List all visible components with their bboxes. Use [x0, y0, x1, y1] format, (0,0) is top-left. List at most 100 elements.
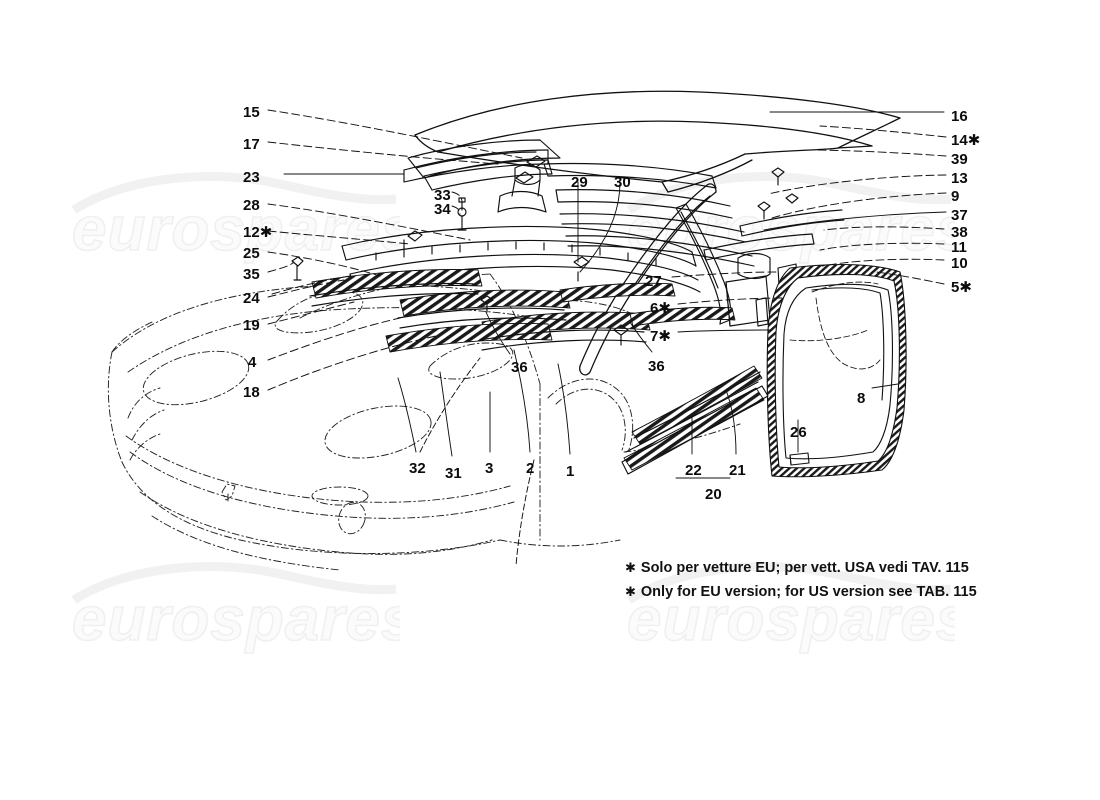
label-text: 37 — [951, 207, 968, 224]
part-label-37[interactable]: 37 — [951, 208, 968, 223]
part-label-19[interactable]: 19 — [243, 318, 260, 333]
label-text: 29 — [571, 174, 588, 191]
label-text: 5 — [951, 279, 960, 296]
eu-only-asterisk-icon: ✱ — [259, 224, 273, 241]
eu-only-asterisk-icon: ✱ — [658, 328, 671, 345]
sill-trim-strips — [621, 365, 769, 475]
part-label-34[interactable]: 34 — [434, 202, 451, 217]
eu-only-asterisk-icon: ✱ — [959, 279, 972, 296]
part-label-22[interactable]: 22 — [685, 463, 702, 478]
label-text: 15 — [243, 104, 260, 121]
label-text: 18 — [243, 384, 260, 401]
part-label-13[interactable]: 13 — [951, 171, 968, 186]
label-text: 16 — [951, 108, 968, 125]
label-text: 33 — [434, 187, 451, 204]
footnote-italian-text: Solo per vetture EU; per vett. USA vedi … — [640, 560, 969, 576]
part-label-20[interactable]: 20 — [705, 487, 722, 502]
label-text: 19 — [243, 317, 260, 334]
leader-lines-inner — [397, 181, 899, 567]
part-label-28[interactable]: 28 — [243, 198, 260, 213]
label-text: 1 — [566, 463, 575, 480]
part-label-39[interactable]: 39 — [951, 152, 968, 167]
part-label-21[interactable]: 21 — [729, 463, 746, 478]
part-label-15[interactable]: 15 — [243, 105, 260, 120]
label-text: 2 — [526, 460, 535, 477]
label-text: 36 — [511, 359, 528, 376]
part-label-24[interactable]: 24 — [243, 291, 260, 306]
label-text: 31 — [445, 465, 462, 482]
part-label-10[interactable]: 10 — [951, 256, 968, 271]
part-label-3[interactable]: 3 — [485, 461, 493, 476]
label-text: 25 — [243, 245, 260, 262]
label-text: 23 — [243, 169, 260, 186]
part-label-25[interactable]: 25 — [243, 246, 260, 261]
eu-only-asterisk-icon: ✱ — [967, 132, 981, 149]
footnote-italian: ✱ Solo per vetture EU; per vett. USA vedi… — [625, 556, 969, 580]
label-text: 17 — [243, 136, 260, 153]
part-label-26[interactable]: 26 — [790, 425, 807, 440]
label-text: 3 — [485, 460, 494, 477]
label-text: 35 — [243, 266, 260, 283]
label-text: 8 — [857, 390, 866, 407]
part-label-7[interactable]: 7✱ — [650, 329, 671, 344]
label-text: 39 — [951, 151, 968, 168]
roof-panel — [414, 90, 901, 193]
label-text: 10 — [951, 255, 968, 272]
part-label-6[interactable]: 6✱ — [650, 301, 671, 316]
part-label-9[interactable]: 9 — [951, 189, 959, 204]
part-label-5[interactable]: 5✱ — [951, 280, 972, 295]
label-text: 34 — [434, 201, 451, 218]
part-label-36-right[interactable]: 36 — [648, 359, 665, 374]
label-text: 14 — [951, 132, 968, 149]
part-label-2[interactable]: 2 — [526, 461, 534, 476]
label-text: 20 — [705, 486, 722, 503]
part-label-18[interactable]: 18 — [243, 385, 260, 400]
label-text: 7 — [650, 328, 659, 345]
door-weatherstrip-seal — [766, 263, 907, 478]
part-label-12[interactable]: 12✱ — [243, 225, 272, 240]
part-label-16[interactable]: 16 — [951, 109, 968, 124]
label-text: 22 — [685, 462, 702, 479]
part-label-33[interactable]: 33 — [434, 188, 451, 203]
asterisk-icon: ✱ — [625, 584, 636, 599]
part-label-1[interactable]: 1 — [566, 464, 574, 479]
part-label-35[interactable]: 35 — [243, 267, 260, 282]
part-label-29[interactable]: 29 — [571, 175, 588, 190]
part-label-4[interactable]: 4 — [248, 355, 256, 370]
roof-side-weatherstrip — [675, 203, 732, 325]
label-text: 9 — [951, 188, 960, 205]
footnote-english: ✱ Only for EU version; for US version see… — [625, 580, 977, 604]
label-text: 13 — [951, 170, 968, 187]
part-label-31[interactable]: 31 — [445, 466, 462, 481]
label-text: 6 — [650, 300, 659, 317]
part-label-30[interactable]: 30 — [614, 175, 631, 190]
part-label-36-left[interactable]: 36 — [511, 360, 528, 375]
label-text: 38 — [951, 224, 968, 241]
label-text: 27 — [645, 273, 662, 290]
label-text: 11 — [951, 239, 967, 256]
part-label-8[interactable]: 8 — [857, 391, 865, 406]
label-text: 4 — [248, 354, 257, 371]
asterisk-icon: ✱ — [625, 560, 636, 575]
part-label-38[interactable]: 38 — [951, 225, 968, 240]
part-label-14[interactable]: 14✱ — [951, 133, 980, 148]
part-label-17[interactable]: 17 — [243, 137, 260, 152]
leader-lines-left — [267, 109, 523, 391]
part-label-27[interactable]: 27 — [645, 274, 662, 289]
eu-only-asterisk-icon: ✱ — [658, 300, 671, 317]
footnote-english-text: Only for EU version; for US version see … — [640, 584, 977, 600]
leader-lines-right — [763, 111, 947, 285]
part-label-32[interactable]: 32 — [409, 461, 426, 476]
label-text: 24 — [243, 290, 260, 307]
label-text: 32 — [409, 460, 426, 477]
label-text: 21 — [729, 462, 746, 479]
label-text: 36 — [648, 358, 665, 375]
cowl-scuttle-assembly — [291, 225, 736, 353]
mirror-and-visor — [457, 164, 547, 231]
part-label-23[interactable]: 23 — [243, 170, 260, 185]
label-text: 12 — [243, 224, 260, 241]
label-text: 30 — [614, 174, 631, 191]
label-text: 26 — [790, 424, 807, 441]
part-label-11[interactable]: 11 — [951, 240, 967, 255]
